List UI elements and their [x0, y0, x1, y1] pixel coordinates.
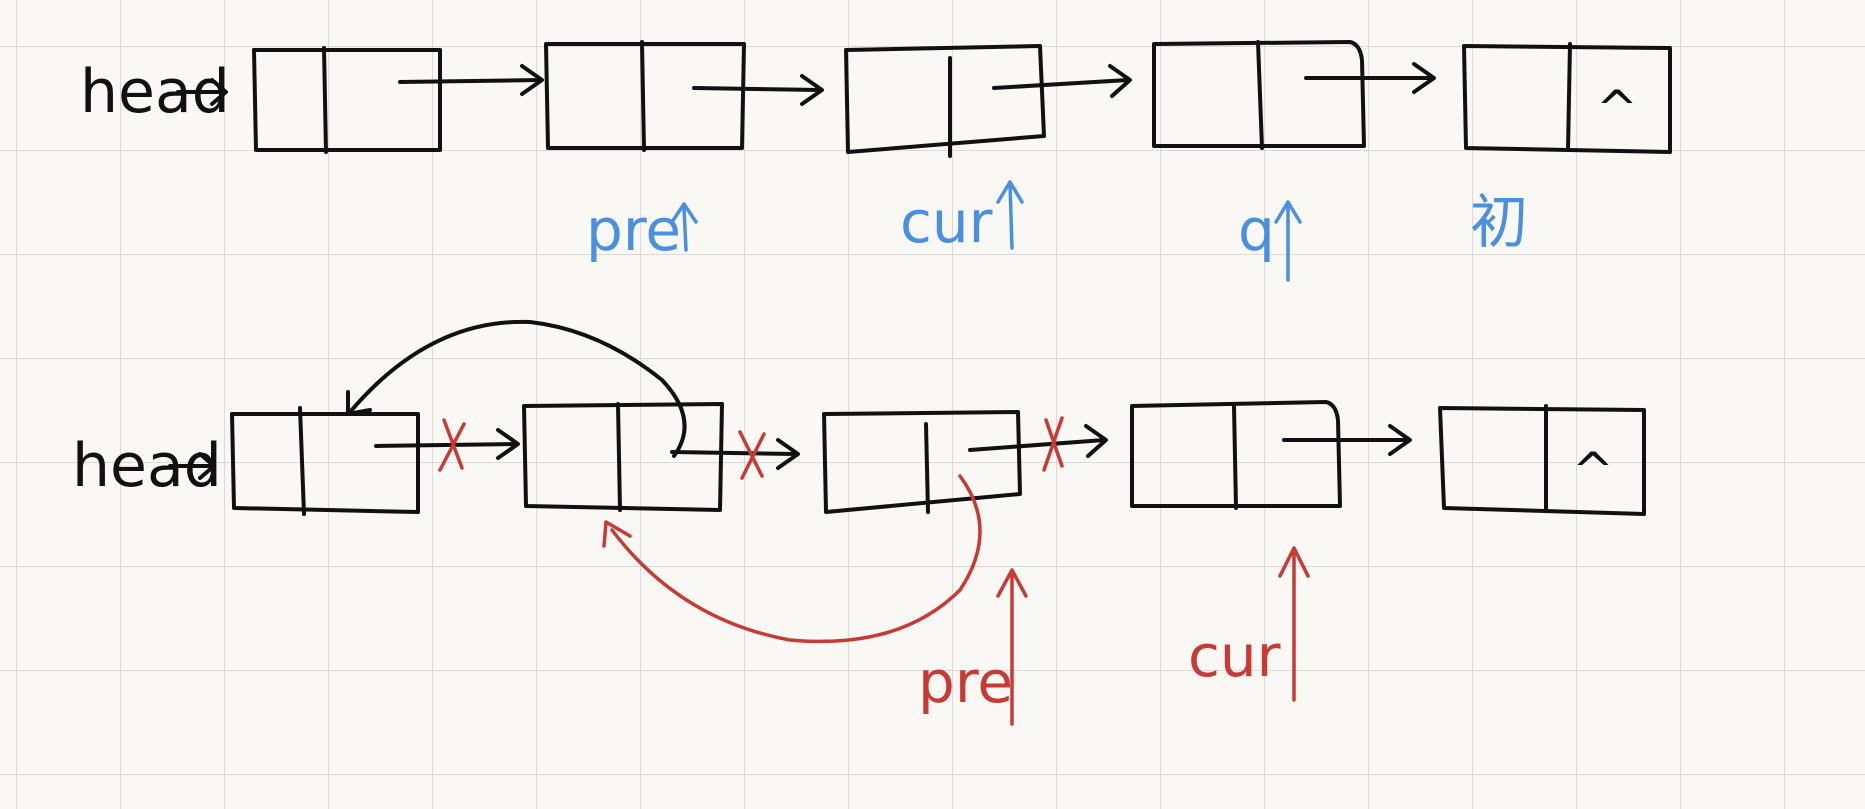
bottom-link-2-3	[670, 438, 800, 470]
top-pointer-initial: 初	[1470, 188, 1528, 256]
bottom-node-3	[822, 410, 1022, 514]
top-node-3	[844, 44, 1046, 158]
broken-link-marks	[438, 416, 1064, 480]
top-null-mark: ^	[1596, 80, 1638, 138]
top-link-4-5	[1304, 62, 1436, 94]
top-link-2-3	[692, 74, 824, 106]
top-link-1-2	[398, 64, 544, 96]
reverse-link-3-to-2	[602, 474, 982, 644]
top-list: head ^	[80, 40, 1672, 282]
top-head-arrow	[176, 78, 228, 106]
top-pointer-initial-label: 初	[1470, 188, 1528, 256]
top-node-1	[252, 46, 442, 154]
top-link-3-4	[992, 64, 1132, 98]
bottom-null-mark: ^	[1572, 442, 1614, 500]
top-pointer-pre-label: pre	[586, 196, 681, 264]
top-pointer-q: q	[1238, 196, 1302, 282]
top-node-5	[1462, 42, 1672, 154]
top-pointer-pre: pre	[586, 196, 698, 264]
top-pointer-q-label: q	[1238, 196, 1275, 264]
bottom-head-arrow	[168, 452, 216, 480]
top-node-4	[1152, 40, 1366, 150]
bottom-list: head ^	[72, 319, 1646, 726]
bottom-node-2	[522, 402, 724, 512]
top-pointer-cur: cur	[900, 180, 1024, 256]
bottom-pointer-cur: cur	[1188, 546, 1310, 702]
bottom-pointer-cur-label: cur	[1188, 622, 1281, 690]
top-pointer-cur-label: cur	[900, 188, 993, 256]
top-node-2	[544, 40, 746, 152]
cross-mark-1	[438, 418, 466, 472]
cross-mark-2	[738, 430, 766, 480]
bottom-pointer-pre: pre	[918, 568, 1028, 726]
bottom-link-4-5	[1282, 424, 1412, 456]
reverse-link-2-to-1	[346, 319, 687, 458]
bottom-link-3-4	[968, 424, 1108, 458]
bottom-pointer-pre-label: pre	[918, 648, 1013, 716]
bottom-link-1-2	[374, 428, 520, 460]
bottom-node-4	[1130, 400, 1342, 510]
cross-mark-3	[1042, 416, 1064, 472]
bottom-node-5	[1438, 404, 1646, 516]
